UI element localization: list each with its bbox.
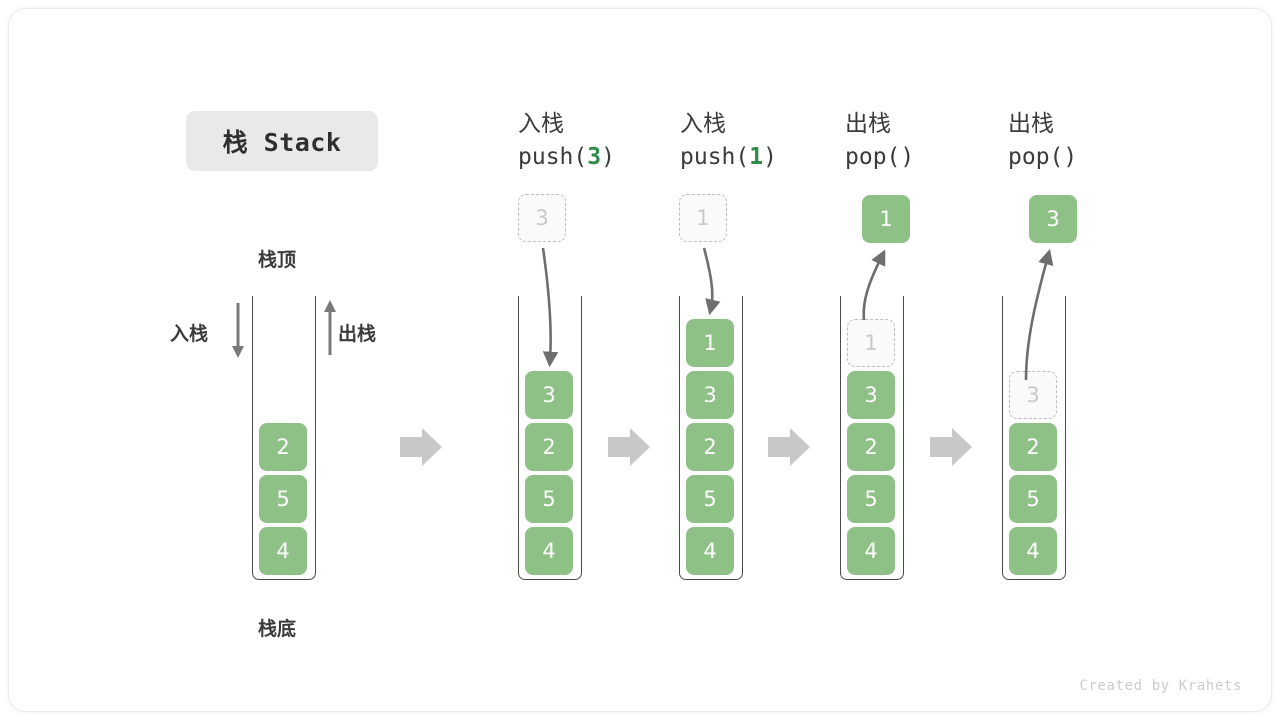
- code-prefix: push(: [680, 143, 750, 170]
- column-header-push-3: 入栈 push(3): [518, 108, 698, 173]
- code-suffix: ): [601, 143, 615, 170]
- stack-container-pop-1: [840, 296, 904, 580]
- stack-cell: 2: [525, 423, 573, 471]
- stack-cell: 2: [847, 423, 895, 471]
- floating-cell-push-1: 1: [679, 194, 727, 242]
- code-prefix: pop(: [845, 143, 901, 170]
- title-badge: 栈 Stack: [186, 111, 378, 171]
- column-header-cn: 入栈: [680, 111, 726, 137]
- column-header-pop-1: 出栈 pop(): [845, 108, 1025, 173]
- floating-cell-pop-1: 1: [862, 195, 910, 243]
- ghost-slot-cell: 3: [1009, 371, 1057, 419]
- stack-cell: 4: [525, 527, 573, 575]
- column-header-pop-3: 出栈 pop(): [1008, 108, 1188, 173]
- stack-top-label: 栈顶: [258, 249, 297, 271]
- code-arg: 1: [749, 143, 764, 170]
- stack-container-push-1: [679, 296, 743, 580]
- stack-bottom-label: 栈底: [258, 618, 297, 640]
- stack-cell: 3: [686, 371, 734, 419]
- stack-container-push-3: [518, 296, 582, 580]
- floating-cell-push-3: 3: [518, 194, 566, 242]
- code-suffix: ): [900, 143, 915, 170]
- code-arg: 3: [587, 143, 602, 170]
- stack-cell: 5: [686, 475, 734, 523]
- stack-cell: 5: [847, 475, 895, 523]
- floating-cell-pop-3: 3: [1029, 195, 1077, 243]
- stack-cell: 4: [259, 527, 307, 575]
- stack-cell: 4: [1009, 527, 1057, 575]
- stack-cell: 2: [1009, 423, 1057, 471]
- column-header-cn: 入栈: [518, 111, 564, 137]
- stack-cell: 3: [847, 371, 895, 419]
- stack-cell: 4: [686, 527, 734, 575]
- stack-cell: 5: [1009, 475, 1057, 523]
- credit-text: Created by Krahets: [1079, 678, 1242, 694]
- stack-cell: 4: [847, 527, 895, 575]
- column-header-push-1: 入栈 push(1): [680, 108, 860, 173]
- pop-direction-label: 出栈: [338, 323, 377, 345]
- column-header-code: pop(): [1008, 141, 1188, 174]
- column-header-code: push(3): [518, 141, 698, 174]
- ghost-slot-cell: 1: [847, 319, 895, 367]
- stack-cell: 1: [686, 319, 734, 367]
- code-prefix: pop(: [1008, 143, 1064, 170]
- column-header-cn: 出栈: [845, 111, 891, 137]
- stack-container-pop-3: [1002, 296, 1066, 580]
- stack-cell: 5: [259, 475, 307, 523]
- stack-cell: 2: [259, 423, 307, 471]
- code-suffix: ): [763, 143, 777, 170]
- stack-cell: 5: [525, 475, 573, 523]
- code-suffix: ): [1063, 143, 1078, 170]
- column-header-cn: 出栈: [1008, 111, 1054, 137]
- stack-cell: 2: [686, 423, 734, 471]
- code-prefix: push(: [518, 143, 588, 170]
- push-direction-label: 入栈: [170, 323, 209, 345]
- stack-container-initial: [252, 296, 316, 580]
- column-header-code: pop(): [845, 141, 1025, 174]
- column-header-code: push(1): [680, 141, 860, 174]
- stack-cell: 3: [525, 371, 573, 419]
